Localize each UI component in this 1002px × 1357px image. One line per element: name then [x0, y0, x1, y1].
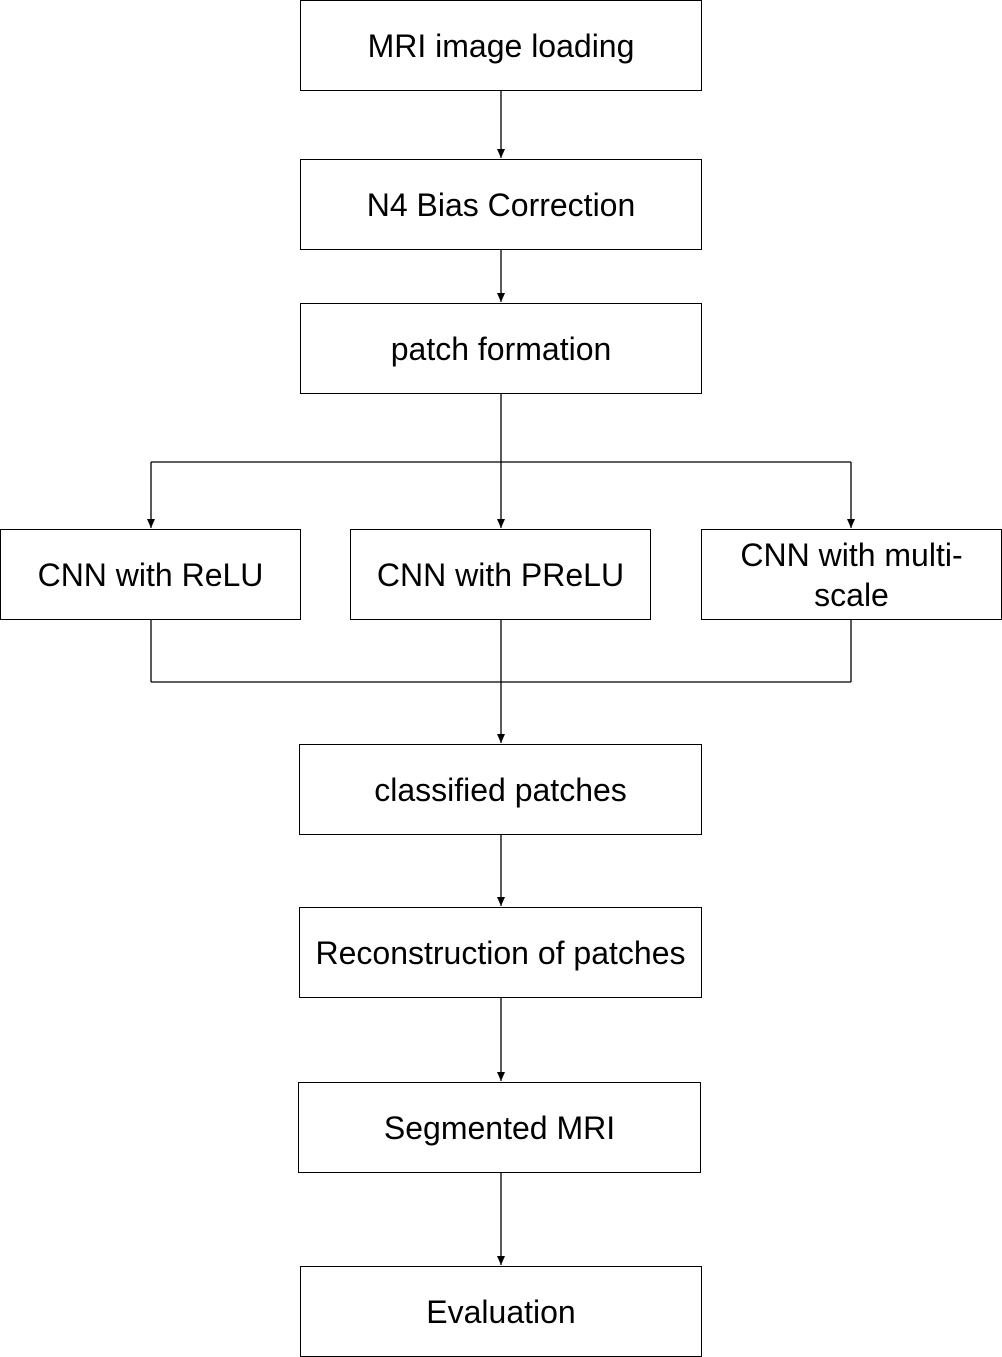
- node-label: N4 Bias Correction: [366, 186, 636, 223]
- node-label: Segmented MRI: [383, 1109, 616, 1146]
- node-n4-bias-correction: N4 Bias Correction: [300, 159, 702, 250]
- node-label: CNN with PReLU: [376, 556, 625, 593]
- node-mri-image-loading: MRI image loading: [300, 0, 702, 91]
- node-patch-formation: patch formation: [300, 303, 702, 394]
- node-label: CNN with ReLU: [37, 556, 264, 593]
- node-cnn-relu: CNN with ReLU: [0, 529, 301, 620]
- node-evaluation: Evaluation: [300, 1266, 702, 1357]
- node-segmented-mri: Segmented MRI: [298, 1082, 701, 1173]
- node-cnn-prelu: CNN with PReLU: [350, 529, 651, 620]
- node-label: patch formation: [390, 330, 612, 367]
- node-label: MRI image loading: [367, 27, 635, 64]
- node-reconstruction-of-patches: Reconstruction of patches: [299, 907, 702, 998]
- node-label: CNN with multi-scale: [740, 536, 963, 613]
- node-label: classified patches: [374, 771, 627, 808]
- node-classified-patches: classified patches: [299, 744, 702, 835]
- node-label: Evaluation: [426, 1293, 576, 1330]
- node-cnn-multiscale: CNN with multi-scale: [701, 529, 1002, 620]
- node-label: Reconstruction of patches: [315, 934, 686, 971]
